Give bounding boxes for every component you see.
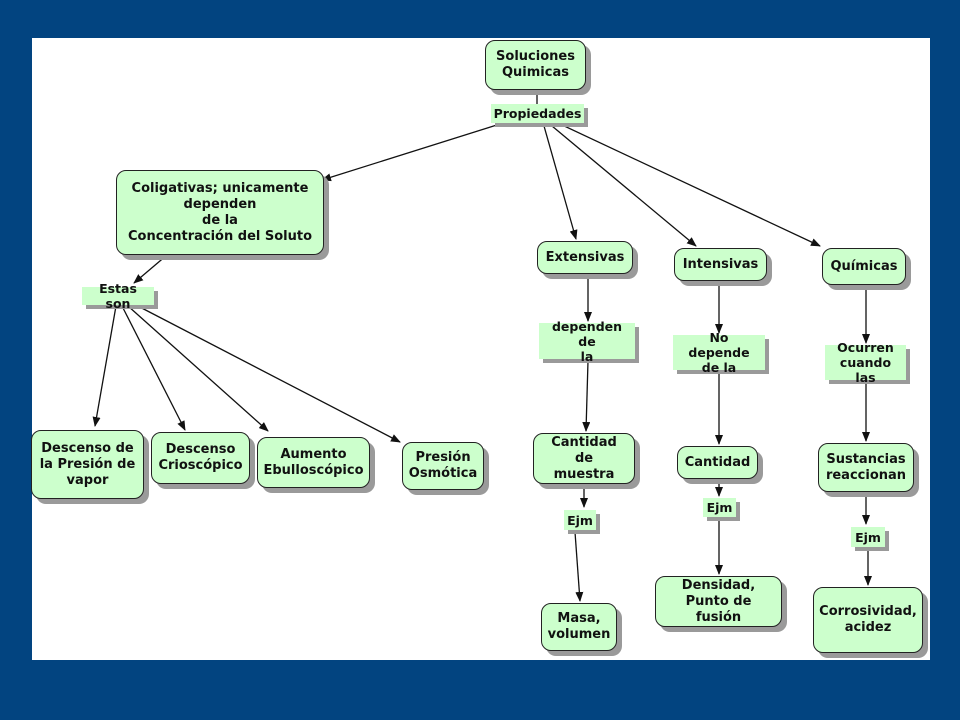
concept-presion-osmotica[interactable]: Presión Osmótica [402,442,484,490]
concept-intensivas[interactable]: Intensivas [674,248,767,281]
concept-cantidad-de-muestra[interactable]: Cantidad de muestra [533,433,635,484]
concept-sustancias-reaccionan[interactable]: Sustancias reaccionan [818,443,914,492]
concept-map-canvas [32,38,930,660]
concept-soluciones-quimicas[interactable]: Soluciones Quimicas [485,40,586,90]
concept-cantidad[interactable]: Cantidad [677,446,758,479]
concept-descenso-crioscopico[interactable]: Descenso Crioscópico [151,432,250,484]
concept-quimicas[interactable]: Químicas [822,248,906,285]
link-propiedades[interactable]: Propiedades [491,104,584,123]
link-no-depende-de-la[interactable]: No depende de la [673,330,765,375]
concept-masa-volumen[interactable]: Masa, volumen [541,603,617,651]
concept-densidad-punto-fusion[interactable]: Densidad, Punto de fusión [655,576,782,627]
link-dependen-de-la[interactable]: dependen de la [539,319,635,364]
link-ejm-extensivas[interactable]: Ejm [564,510,596,530]
link-ejm-quimicas[interactable]: Ejm [851,527,885,547]
concept-extensivas[interactable]: Extensivas [537,241,633,274]
concept-descenso-presion-vapor[interactable]: Descenso de la Presión de vapor [31,430,144,499]
link-estas-son[interactable]: Estas son [82,281,154,311]
concept-corrosividad-acidez[interactable]: Corrosividad, acidez [813,587,923,653]
concept-aumento-ebulloscopico[interactable]: Aumento Ebulloscópico [257,437,370,488]
concept-coligativas[interactable]: Coligativas; unicamente dependen de la C… [116,170,324,255]
link-ejm-intensivas[interactable]: Ejm [703,498,736,517]
link-ocurren-cuando-las[interactable]: Ocurren cuando las [825,340,906,385]
